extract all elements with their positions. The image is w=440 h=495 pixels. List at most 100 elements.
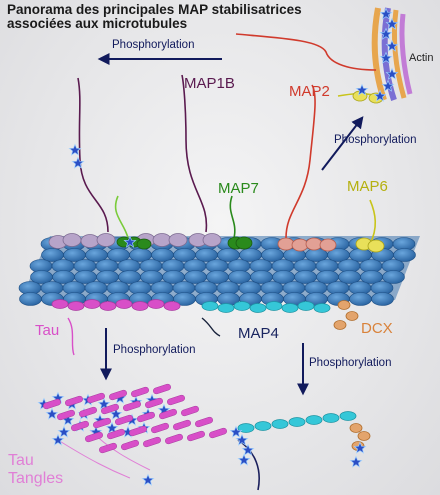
map4-fragment <box>254 421 272 431</box>
map6-label: MAP6 <box>347 178 388 195</box>
tau-domain <box>83 299 101 309</box>
tau-tangle-segment <box>195 416 213 428</box>
actin-label: Actin <box>409 52 434 64</box>
dcx-domain <box>345 311 359 321</box>
phosphate-star <box>238 454 250 466</box>
tubulin-dimer <box>382 270 405 284</box>
tau-domain <box>131 301 149 311</box>
map-tails <box>57 33 379 491</box>
map2-domain <box>305 237 323 251</box>
tau-domain <box>115 299 133 309</box>
tau-tangle-segment <box>101 403 119 415</box>
map1b-domain <box>152 233 172 247</box>
phosphate-star <box>72 157 84 169</box>
tau-tangle-segment <box>107 428 125 440</box>
dcx-label: DCX <box>361 320 393 337</box>
map4-fragment <box>288 417 306 427</box>
tau-tangle-segment <box>131 386 149 398</box>
map7-domain <box>136 238 152 250</box>
map4-fragment <box>237 423 255 433</box>
tau-tangles-label-line2: Tangles <box>8 470 64 487</box>
tau-tangle-segment <box>129 425 147 437</box>
dcx-fragment <box>349 423 363 433</box>
phosphorylation-label-middle: Phosphorylation <box>309 357 392 369</box>
tau-tangle-segment <box>43 398 61 410</box>
map2-domain <box>277 237 295 251</box>
tau-tangle-segment <box>137 411 155 423</box>
tau-tangle-segment <box>87 392 105 404</box>
map6-domain <box>367 239 385 253</box>
tau-domain <box>163 301 181 311</box>
map4-domain <box>233 301 251 311</box>
map1b-domain <box>80 234 100 248</box>
map4-label: MAP4 <box>238 325 279 342</box>
tau-tangle-segment <box>209 427 227 439</box>
map4-domain <box>265 301 283 311</box>
map4-domain <box>297 301 315 311</box>
map1b-label: MAP1B <box>184 75 235 92</box>
map4-domain <box>281 303 299 313</box>
map4-domain <box>249 303 267 313</box>
tau-tangle-segment <box>181 405 199 417</box>
tau-domain <box>51 299 69 309</box>
phosphate-star <box>46 408 58 420</box>
phosphorylation-label-top: Phosphorylation <box>112 39 195 51</box>
tau-tangle-segment <box>159 408 177 420</box>
map2-domain <box>291 238 309 252</box>
map1b-domain <box>168 233 188 247</box>
dcx-domain <box>337 300 351 310</box>
phosphorylation-arrows <box>97 53 364 396</box>
map4-domain <box>217 303 235 313</box>
tau-tangle-segment <box>187 430 205 442</box>
map4-fragment <box>339 411 357 421</box>
phosphorylation-label-left: Phosphorylation <box>113 344 196 356</box>
tau-tangle-segment <box>123 400 141 412</box>
tau-tangle-segment <box>57 409 75 421</box>
map4-domain <box>201 301 219 311</box>
tubulin-dimer <box>371 292 394 306</box>
tau-tangle-segment <box>71 420 89 432</box>
tau-tangles <box>43 383 227 454</box>
tau-tangle-segment <box>167 394 185 406</box>
tau-tangle-segment <box>109 389 127 401</box>
map1b-domain <box>62 233 82 247</box>
phosphorylation-label-right: Phosphorylation <box>334 134 417 146</box>
dcx-domain <box>333 320 347 330</box>
phosphate-star <box>350 456 362 468</box>
map7-domain <box>235 236 253 250</box>
tau-tangle-segment <box>79 406 97 418</box>
tau-domain <box>99 301 117 311</box>
tau-tangle-segment <box>143 436 161 448</box>
tau-tangle-segment <box>165 433 183 445</box>
map4-fragment <box>305 415 323 425</box>
map2-label: MAP2 <box>289 83 330 100</box>
tau-tangle-segment <box>115 414 133 426</box>
figure-title-line2: associées aux microtubules <box>7 16 188 31</box>
map1b-domain <box>202 233 222 247</box>
tubulin-dimer <box>19 292 42 306</box>
map4-fragment <box>322 413 340 423</box>
tau-tangle-segment <box>65 395 83 407</box>
figure-title-line1: Panorama des principales MAP stabilisatr… <box>7 2 302 17</box>
tau-label: Tau <box>35 322 60 339</box>
tau-tangle-segment <box>85 431 103 443</box>
tau-tangle-segment <box>173 419 191 431</box>
tau-tangle-segment <box>93 417 111 429</box>
tau-tangle-segment <box>153 383 171 395</box>
map2-domain <box>319 238 337 252</box>
map4-domain <box>313 303 331 313</box>
dcx-fragment <box>357 431 371 441</box>
phosphate-star <box>142 474 154 486</box>
tubulin-dimer <box>393 248 416 262</box>
map-binding-domains <box>48 90 385 451</box>
tau-tangle-segment <box>151 422 169 434</box>
tau-domain <box>67 301 85 311</box>
tubulin-dimer <box>349 292 372 306</box>
map4-fragment <box>271 419 289 429</box>
map7-label: MAP7 <box>218 180 259 197</box>
phosphate-star <box>58 426 70 438</box>
tau-tangle-segment <box>121 439 139 451</box>
tau-tangle-segment <box>99 442 117 454</box>
